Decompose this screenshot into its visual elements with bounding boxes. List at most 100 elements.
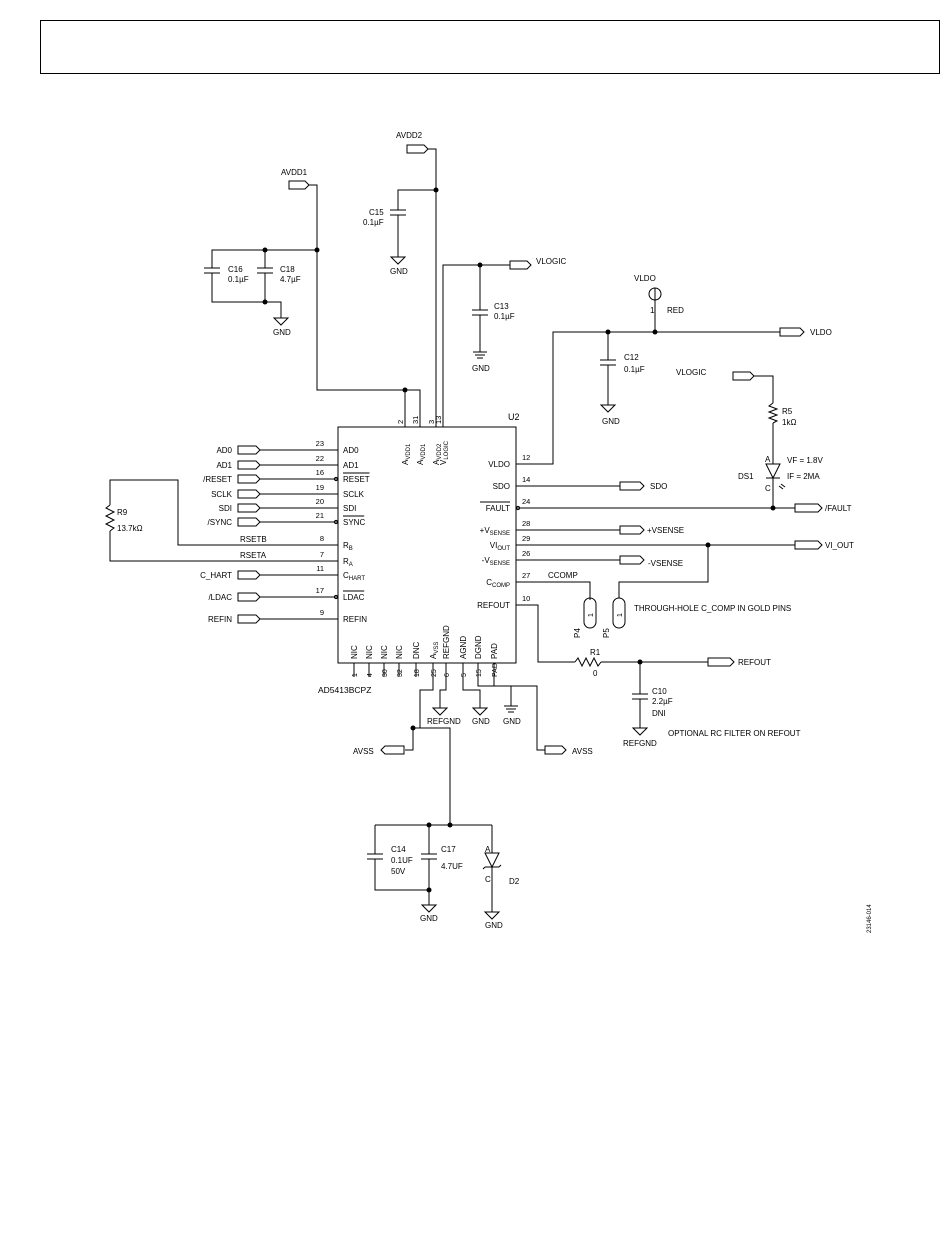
vldo-flag <box>779 327 805 337</box>
rsetb-label: RSETB <box>240 535 267 544</box>
ds1-vf: VF = 1.8V <box>787 456 823 465</box>
vldo-tp-color: RED <box>667 306 684 315</box>
ic-pin-label: RA <box>343 557 353 568</box>
ic-pin-label: CCOMP <box>486 578 510 589</box>
ic-pin-number: 16 <box>316 468 324 477</box>
p5-ref: P5 <box>602 628 611 638</box>
ic-pin-number: 12 <box>522 453 530 462</box>
c10-note: DNI <box>652 709 666 718</box>
c17-gnd-label: GND <box>420 914 438 923</box>
ic-pin-number: 2 <box>396 420 405 424</box>
c12-gnd-label: GND <box>602 417 620 426</box>
avdd1-flag <box>288 180 310 190</box>
c13-ref: C13 <box>494 302 509 311</box>
r1-value: 0 <box>593 669 598 678</box>
vi-out-label: VI_OUT <box>825 541 854 550</box>
net-label: /LDAC <box>208 593 232 602</box>
r9-ref: R9 <box>117 508 128 517</box>
rseta-label: RSETA <box>240 551 267 560</box>
avss-left-label: AVSS <box>353 747 374 756</box>
ic-pin-number: 10 <box>522 594 530 603</box>
ic-pin-number: 13 <box>434 416 443 424</box>
avdd1-section: AVDD1 C16 0.1µF C18 4.7µF GND <box>204 168 421 427</box>
ic-u2: U2 AD5413BCPZ 23AD022AD116RESET19SCLK20S… <box>316 412 531 695</box>
ic-pin-label: RB <box>343 541 353 552</box>
c14-voltage: 50V <box>391 867 406 876</box>
c16-value: 0.1µF <box>228 275 249 284</box>
vldo-tp-label: VLDO <box>634 274 656 283</box>
ic-pin-number: 28 <box>522 519 530 528</box>
net-flag-sclk <box>237 489 261 499</box>
fault-flag <box>794 503 823 513</box>
c10-refgnd-label: REFGND <box>623 739 657 748</box>
ic-pin-number: PAD <box>492 663 499 677</box>
ic-pin-label: LDAC <box>343 593 365 602</box>
ic-pin-label: NIC <box>395 645 404 659</box>
ic-pin-number: 21 <box>316 511 324 520</box>
avdd2-section: AVDD2 C15 0.1µF GND <box>363 131 439 427</box>
ccomp-label: CCOMP <box>548 571 578 580</box>
ic-pin-label: VLOGIC <box>439 440 450 465</box>
net-flag-refin <box>237 614 261 624</box>
net-flag-reset <box>237 474 261 484</box>
ic-pin-number: 23 <box>316 439 324 448</box>
ic-pin-label: VIOUT <box>490 541 511 552</box>
c15-ref: C15 <box>369 208 384 217</box>
ic-pin-label: NIC <box>350 645 359 659</box>
resistor-r9: R9 13.7kΩ RSETB RSETA <box>104 479 338 562</box>
ic-pin-number: 29 <box>522 534 530 543</box>
net-flag-sdi <box>237 503 261 513</box>
vsense-p-label: +VSENSE <box>647 526 684 535</box>
net-label: /SYNC <box>208 518 233 527</box>
p5-pin: 1 <box>617 613 624 617</box>
header-box <box>40 20 940 74</box>
figure-id: 23146-014 <box>867 904 873 933</box>
net-flag-sync <box>237 517 261 527</box>
fault-led-section: VLOGIC R5 1kΩ A C DS1 VF = 1.8V IF = 2MA… <box>516 368 852 513</box>
c12-value: 0.1µF <box>624 365 645 374</box>
avss-left-flag <box>380 745 405 755</box>
ic-pin-number: 22 <box>316 454 324 463</box>
p4-pin: 1 <box>588 613 595 617</box>
vlogic2-flag <box>732 371 755 381</box>
c13-gnd-label: GND <box>472 364 490 373</box>
r9-value: 13.7kΩ <box>117 524 143 533</box>
vlogic-label: VLOGIC <box>536 257 566 266</box>
ic-ref: U2 <box>508 412 520 422</box>
sdo-label: SDO <box>650 482 667 491</box>
ic-pin-label: DGND <box>474 635 483 659</box>
ic-pin-number: 24 <box>522 497 530 506</box>
ic-bottom-pins: 1NIC4NIC30NIC32NIC18DNC25AVSS6REFGND5AGN… <box>350 625 499 677</box>
vsense-n-label: -VSENSE <box>648 559 683 568</box>
refout-note: OPTIONAL RC FILTER ON REFOUT <box>668 729 801 738</box>
net-label: C_HART <box>200 571 232 580</box>
ic-pin-label: SCLK <box>343 490 365 499</box>
ic-pin-number: 8 <box>320 534 324 543</box>
fault-label: /FAULT <box>825 504 852 513</box>
ic-pin-number: 14 <box>522 475 530 484</box>
ic-pin-number: 30 <box>382 669 389 677</box>
agnd-gnd-label: GND <box>472 717 490 726</box>
ic-pin-number: 11 <box>316 564 324 573</box>
ic-pin-number: 32 <box>397 669 404 677</box>
net-label: AD0 <box>216 446 232 455</box>
ic-pin-label: CHART <box>343 571 365 582</box>
ic-pin-label: VLDO <box>488 460 510 469</box>
c13-value: 0.1µF <box>494 312 515 321</box>
ic-pin-number: 31 <box>411 416 420 424</box>
ds1-if: IF = 2MA <box>787 472 820 481</box>
net-label: SCLK <box>211 490 233 499</box>
ic-pin-label: REFIN <box>343 615 367 624</box>
ic-pin-number: 1 <box>352 673 359 677</box>
sdo-flag <box>619 481 645 491</box>
ccomp-note: THROUGH-HOLE C_COMP IN GOLD PINS <box>634 604 791 613</box>
ic-pin-label: AVDD2 <box>432 443 443 465</box>
ic-part: AD5413BCPZ <box>318 685 371 695</box>
refout-flag <box>707 657 735 667</box>
ic-pin-label: PAD <box>490 643 499 659</box>
c14-value: 0.1UF <box>391 856 413 865</box>
ic-pin-number: 6 <box>444 673 451 677</box>
ic-pin-number: 5 <box>461 673 468 677</box>
